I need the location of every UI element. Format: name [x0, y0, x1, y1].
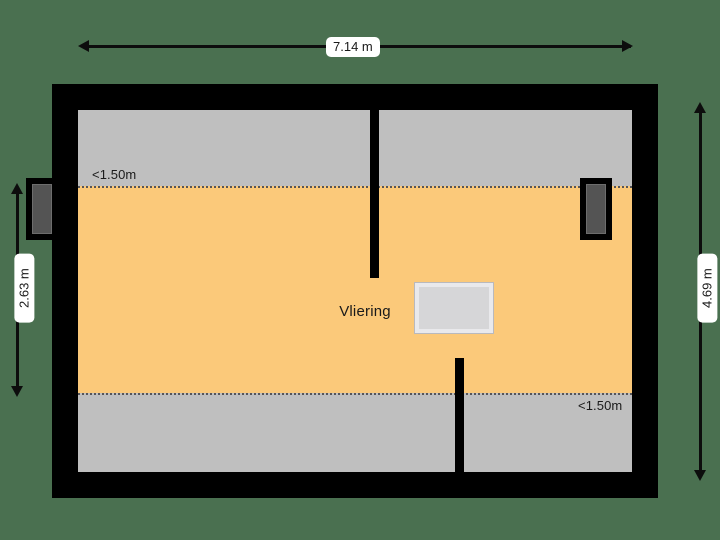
- window-pane-left: [32, 184, 52, 234]
- arrow-up-icon: [11, 183, 23, 194]
- window-right[interactable]: [580, 178, 612, 240]
- window-left[interactable]: [26, 178, 58, 240]
- interior-wall-stub-bottom: [455, 358, 464, 472]
- arrow-left-icon: [78, 40, 89, 52]
- dimension-label-left-depth: 2.63 m: [14, 253, 35, 323]
- window-pane-right: [586, 184, 606, 234]
- headroom-boundary-top: [78, 186, 632, 188]
- arrow-down-icon: [694, 470, 706, 481]
- headroom-label-bottom-right: <1.50m: [578, 398, 623, 413]
- arrow-down-icon: [11, 386, 23, 397]
- floor-hatch-opening[interactable]: [415, 283, 493, 333]
- headroom-label-top-left: <1.50m: [92, 167, 137, 182]
- arrow-right-icon: [622, 40, 633, 52]
- headroom-boundary-bottom: [78, 393, 632, 395]
- dimension-label-right-depth: 4.69 m: [697, 253, 718, 323]
- full-height-zone: [78, 186, 632, 393]
- interior-wall-stub-top: [370, 110, 379, 278]
- room-vliering[interactable]: [78, 110, 632, 472]
- room-label-vliering: Vliering: [339, 303, 391, 320]
- arrow-up-icon: [694, 102, 706, 113]
- dimension-label-width: 7.14 m: [326, 37, 380, 58]
